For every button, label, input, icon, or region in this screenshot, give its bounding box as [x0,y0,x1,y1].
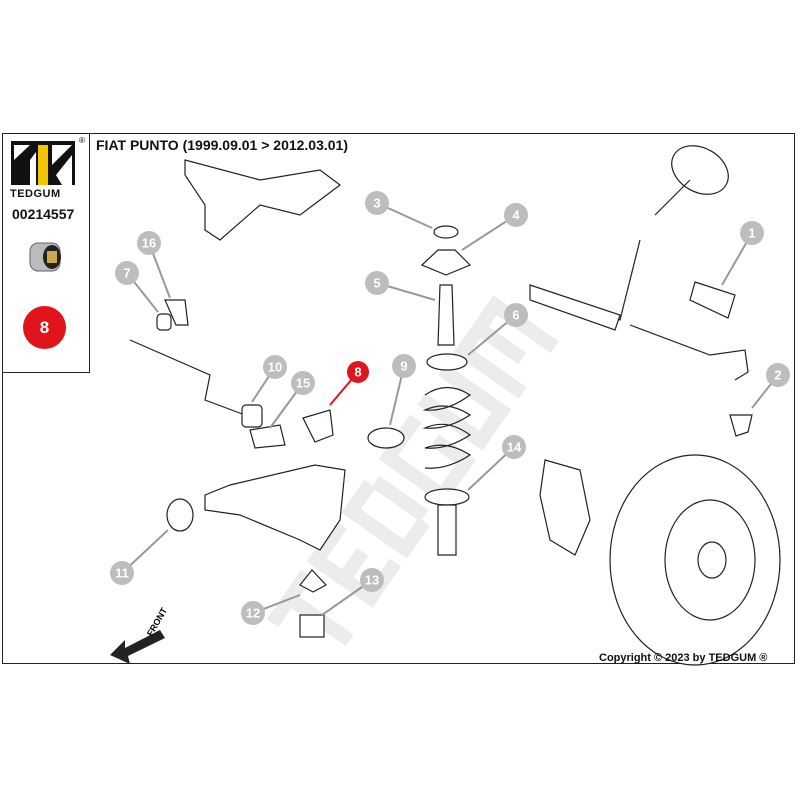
callout-number: 13 [365,573,379,588]
callout-4: 4 [461,203,528,251]
callout-12: 12 [241,594,301,625]
callout-circle [137,231,161,255]
callout-1: 1 [721,221,764,286]
ball-joint [299,614,325,638]
spring-seat [426,353,468,371]
steering-boot [689,281,736,319]
callout-number: 15 [296,376,310,391]
bump-stop [437,284,455,346]
callout-number: 12 [246,606,260,621]
callout-7: 7 [115,261,159,313]
registered-mark: ® [79,136,85,145]
callout-number: 16 [142,236,156,251]
callout-number: 11 [115,566,129,581]
callout-circle [504,303,528,327]
callout-11: 11 [110,529,169,585]
wheel-hub [697,541,727,579]
callout-number: 14 [507,440,522,455]
callout-circle [392,354,416,378]
steering-rack [529,284,621,331]
callout-number: 1 [748,226,755,241]
wheel-tyre [609,454,781,666]
callout-circle [365,191,389,215]
strut-mount [420,249,472,276]
stabilizer-clamp [164,299,189,326]
tie-rod [629,324,749,381]
callout-13: 13 [321,568,384,616]
part-thumbnail [29,242,61,272]
vehicle-title: FIAT PUNTO (1999.09.01 > 2012.03.01) [96,137,349,153]
highlighted-part-badge: 8 [23,306,66,349]
callout-3: 3 [365,191,433,229]
steering-wheel [671,145,729,195]
callout-circle [766,363,790,387]
stabilizer-bushing [156,313,172,331]
wheel-rim [664,499,756,621]
callout-circle [263,355,287,379]
callout-circle [502,435,526,459]
callout-number: 7 [123,266,130,281]
control-arm-bushing-11 [166,498,194,532]
callout-number: 5 [373,276,380,291]
tedgum-logo [11,141,75,185]
callout-14: 14 [467,435,526,491]
callout-8: 8 [329,361,369,406]
strut-bearing-washer [433,225,459,239]
callout-9: 9 [389,354,416,426]
front-arrow-icon [110,630,165,664]
callout-circle [365,271,389,295]
callout-number: 2 [774,368,781,383]
part-number: 00214557 [12,206,75,222]
control-arm [204,464,346,551]
brand-name: TEDGUM [10,188,61,200]
callout-16: 16 [137,231,171,299]
callout-circle [504,203,528,227]
callout-circle [291,371,315,395]
strut-spring-seat [424,488,470,506]
callout-circle [110,561,134,585]
strut-bearing [367,427,405,449]
ball-joint-boot [299,569,327,593]
callout-circle [360,568,384,592]
callout-number: 4 [512,208,520,223]
callout-10: 10 [251,355,287,403]
coil-spring [422,386,472,469]
steering-knuckle [539,459,591,556]
copyright: Copyright © 2023 by TEDGUM ® [599,652,768,664]
callout-circle [241,601,265,625]
callout-15: 15 [269,371,315,429]
stabilizer-link-bushing [241,404,263,428]
callout-6: 6 [467,303,528,356]
callout-number: 3 [373,196,380,211]
ball-joint-cover [729,414,753,437]
callout-5: 5 [365,271,436,301]
callout-number: 6 [512,308,519,323]
callout-circle [347,361,369,383]
diagram-frame [2,133,795,664]
stabilizer-bar [129,339,246,416]
callout-2: 2 [751,363,790,409]
stabilizer-link-clamp [249,424,286,449]
side-panel [2,133,90,373]
callout-number: 8 [354,365,361,380]
callout-circle [740,221,764,245]
callout-number: 9 [400,359,407,374]
callout-number: 10 [268,360,282,375]
control-arm-bushing-8 [302,409,334,443]
shock-absorber [437,504,457,556]
subframe [184,159,341,241]
callout-circle [115,261,139,285]
